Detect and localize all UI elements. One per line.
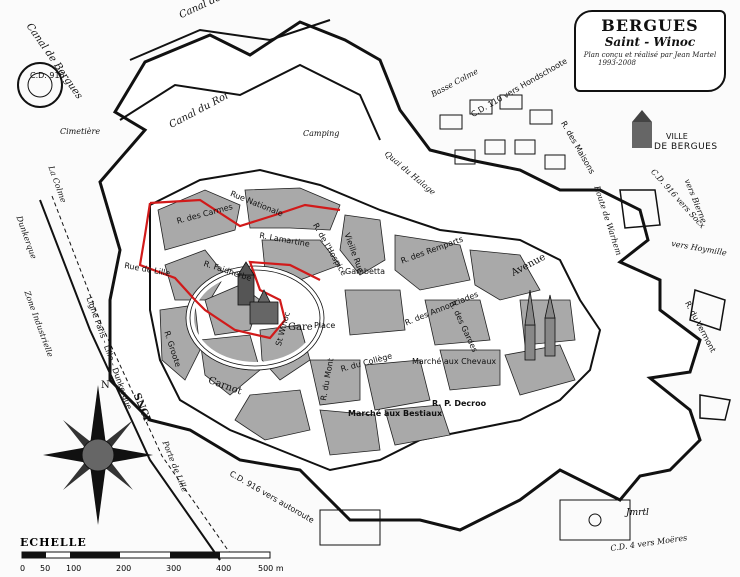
label-gare: Gare (288, 322, 313, 333)
label-r-decroo: R. P. Decroo (432, 399, 487, 408)
bastion-east-3 (699, 394, 731, 421)
scale-tick: 500 m (258, 564, 284, 573)
label-cimetiere: Cimetière (60, 127, 101, 136)
roundabout (17, 62, 63, 108)
scale-tick: 0 (20, 564, 26, 573)
bastion-east-1 (619, 189, 661, 229)
scale-tick: 400 (216, 564, 232, 573)
scale-tick: 200 (116, 564, 132, 573)
logo-line2: DE BERGUES (654, 142, 718, 152)
town-logo: VILLE DE BERGUES (622, 108, 718, 160)
compass-north-label: N (101, 380, 110, 391)
label-place: Place (314, 321, 336, 330)
label-marche-bestiaux: Marché aux Bestiaux (348, 409, 443, 418)
sports-field (559, 499, 631, 541)
ne-buildings (439, 94, 566, 170)
walking-route (138, 198, 341, 340)
logo-line1: VILLE (666, 132, 688, 141)
scale-tick: 300 (166, 564, 182, 573)
town-logo-icon (632, 110, 652, 148)
church-icon (249, 289, 279, 325)
bastion-east-2 (689, 289, 726, 331)
scale-tick: 100 (66, 564, 82, 573)
abbey-tower-icon (524, 289, 556, 361)
canal-du-roi (119, 63, 381, 141)
label-cd916: C.D. 916 (30, 71, 65, 80)
belfry-icon (237, 261, 255, 306)
map-title: BERGUES (601, 16, 699, 35)
map-subtitle: Saint - Winoc (604, 35, 696, 49)
scale-tick: 50 (40, 564, 51, 573)
scale-bar (21, 551, 271, 559)
scale-title: ECHELLE (20, 536, 87, 549)
label-gambetta: Gambetta (345, 267, 386, 276)
scale: ECHELLE 0 50 100 200 300 400 500 m (20, 536, 290, 576)
compass-rose (43, 385, 153, 525)
canal-des-crevettes (129, 19, 331, 61)
label-marche-chevaux: Marché aux Chevaux (412, 357, 497, 366)
map-credit: Plan conçu et réalisé par Jean Martel (583, 51, 717, 59)
title-cartouche: BERGUES Saint - Winoc Plan conçu et réal… (574, 10, 726, 92)
signature: Jmrtl (626, 508, 649, 518)
railway (39, 199, 221, 561)
label-camping: Camping (303, 129, 340, 138)
map-years: 1993-2008 (598, 59, 636, 67)
